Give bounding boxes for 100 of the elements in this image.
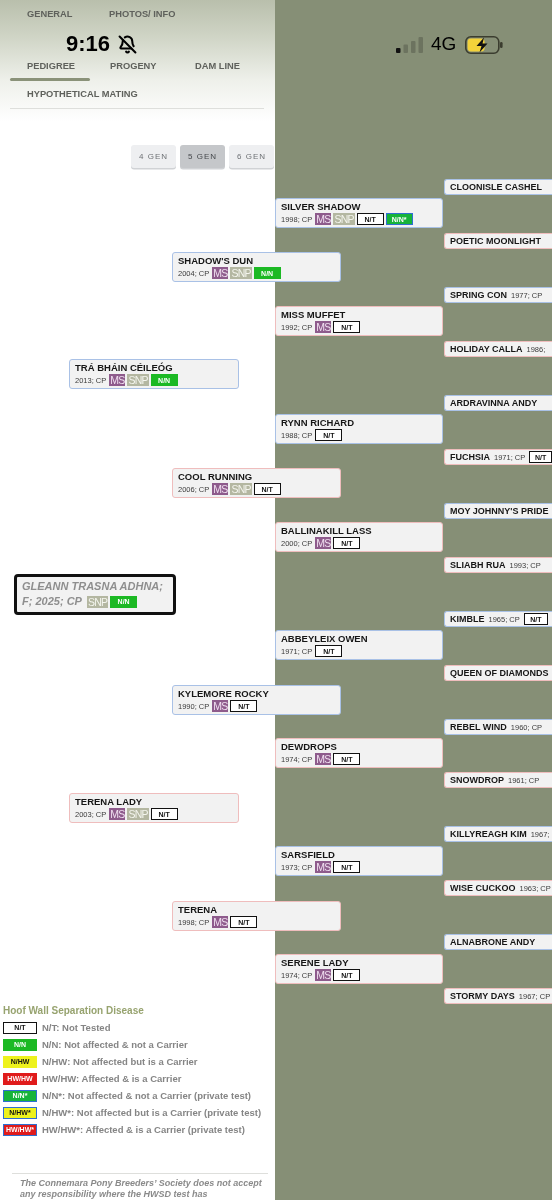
pedigree-card bbox=[69, 793, 239, 823]
horse-name: COOL RUNNING bbox=[178, 470, 254, 483]
horse-name: POETIC MOONLIGHT bbox=[450, 235, 541, 247]
horse-name: ALNABRONE ANDY bbox=[450, 936, 536, 948]
horse-name: SARSFIELD bbox=[281, 848, 336, 861]
legend-text: N/N*: Not affected & not a Carrier (private test) bbox=[42, 1089, 252, 1102]
horse-name: WISE CUCKOO bbox=[450, 882, 516, 894]
horse-name: SERENE LADY bbox=[281, 956, 350, 969]
test-tag: SNP bbox=[86, 595, 109, 608]
pedigree-card bbox=[275, 198, 443, 228]
pedigree-card bbox=[444, 934, 552, 950]
horse-name: KYLEMORE ROCKY bbox=[178, 687, 270, 700]
subject-card bbox=[14, 574, 176, 615]
test-tag: MS bbox=[212, 267, 229, 279]
test-tag: MS bbox=[109, 808, 126, 820]
pedigree-card bbox=[444, 826, 552, 842]
pedigree-card bbox=[444, 611, 552, 627]
horse-name: RYNN RICHARD bbox=[281, 416, 355, 429]
pedigree-card bbox=[444, 503, 552, 519]
foal-name: GLEANN TRASNA ADHNA; bbox=[22, 579, 164, 594]
test-tag: SNP bbox=[333, 213, 355, 225]
legend-title: Hoof Wall Separation Disease bbox=[3, 1004, 144, 1018]
pedigree-card bbox=[172, 685, 341, 715]
horse-name: SPRING CON bbox=[450, 289, 507, 301]
horse-name: MISS MUFFET bbox=[281, 308, 347, 321]
horse-name: TERENA bbox=[178, 903, 219, 916]
horse-name: FUCHSIA bbox=[450, 451, 490, 463]
pedigree-card bbox=[172, 252, 341, 282]
pedigree-card bbox=[444, 665, 552, 681]
legend-text: N/HW*: Not affected but is a Carrier (private test) bbox=[42, 1106, 262, 1119]
pedigree-card bbox=[444, 233, 552, 249]
pedigree-card bbox=[444, 395, 552, 411]
tab: DAM LINE bbox=[195, 60, 240, 72]
pedigree-card bbox=[444, 341, 552, 357]
pedigree-card bbox=[444, 772, 552, 788]
status-time: 9:16 bbox=[66, 31, 111, 57]
pedigree-card bbox=[275, 738, 443, 768]
horse-name: KILLYREAGH KIM bbox=[450, 828, 527, 840]
horse-name: DEWDROPS bbox=[281, 740, 338, 753]
test-tag: MS bbox=[315, 861, 332, 873]
pedigree-card bbox=[275, 414, 443, 444]
horse-name: HOLIDAY CALLA bbox=[450, 343, 523, 355]
pedigree-card bbox=[275, 306, 443, 336]
legend-text: HW/HW*: Affected & is a Carrier (private test) bbox=[42, 1123, 245, 1136]
disclaimer-text: The Connemara Pony Breeders’ Society does not accept any responsibility where the HWSD test has bbox=[20, 1178, 263, 1199]
test-tag: MS bbox=[315, 753, 332, 765]
horse-name: SLIABH RUA bbox=[450, 559, 506, 571]
pedigree-card bbox=[444, 557, 552, 573]
legend-text: HW/HW: Affected & is a Carrier bbox=[42, 1072, 182, 1085]
horse-name: BALLINAKILL LASS bbox=[281, 524, 373, 537]
pedigree-card bbox=[69, 359, 239, 389]
tab: PROGENY bbox=[110, 60, 157, 72]
registration-details: F; 2025; CP bbox=[22, 594, 82, 609]
test-tag: SNP bbox=[230, 267, 252, 279]
horse-name: TERENA LADY bbox=[75, 795, 144, 808]
pedigree-card bbox=[444, 880, 552, 896]
pedigree-card bbox=[444, 988, 552, 1004]
pedigree-card bbox=[275, 630, 443, 660]
test-tag: MS bbox=[212, 483, 229, 495]
horse-name: QUEEN OF DIAMONDS bbox=[450, 667, 549, 679]
test-tag: MS bbox=[315, 213, 332, 225]
pedigree-card bbox=[172, 901, 341, 931]
pedigree-card bbox=[172, 468, 341, 498]
tab: GENERAL bbox=[27, 8, 73, 20]
pedigree-card bbox=[444, 719, 552, 735]
tab: HYPOTHETICAL MATING bbox=[27, 88, 138, 100]
horse-name: SHADOW'S DUN bbox=[178, 254, 255, 267]
test-tag: MS bbox=[315, 537, 332, 549]
pedigree-card bbox=[275, 522, 443, 552]
generation-button: 5 GEN bbox=[180, 145, 225, 168]
horse-name: ABBEYLEIX OWEN bbox=[281, 632, 369, 645]
legend-text: N/N: Not affected & not a Carrier bbox=[42, 1038, 188, 1051]
test-tag: SNP bbox=[127, 374, 149, 386]
tab: PEDIGREE bbox=[27, 60, 76, 72]
horse-name: MOY JOHNNY'S PRIDE bbox=[450, 505, 549, 517]
tab: PHOTOS/ INFO bbox=[109, 8, 176, 20]
test-tag: SNP bbox=[230, 483, 252, 495]
legend-text: N/HW: Not affected but is a Carrier bbox=[42, 1055, 198, 1068]
horse-name: ARDRAVINNA ANDY bbox=[450, 397, 538, 409]
test-tag: MS bbox=[315, 321, 332, 333]
pedigree-card bbox=[275, 954, 443, 984]
horse-name: STORMY DAYS bbox=[450, 990, 515, 1002]
test-tag: MS bbox=[212, 916, 229, 928]
horse-name: CLOONISLE CASHEL bbox=[450, 181, 542, 193]
test-tag: MS bbox=[212, 700, 229, 712]
horse-name: SNOWDROP bbox=[450, 774, 504, 786]
test-tag: MS bbox=[109, 374, 126, 386]
test-tag: MS bbox=[315, 969, 332, 981]
network-label: 4G bbox=[431, 33, 457, 55]
generation-button: 6 GEN bbox=[229, 145, 274, 168]
horse-name: SILVER SHADOW bbox=[281, 200, 362, 213]
horse-name: TRÁ BHÁIN CÉILEÓG bbox=[75, 361, 174, 374]
pedigree-card bbox=[444, 449, 552, 465]
pedigree-card bbox=[444, 287, 552, 303]
horse-name: REBEL WIND bbox=[450, 721, 507, 733]
pedigree-card bbox=[275, 846, 443, 876]
generation-button: 4 GEN bbox=[131, 145, 176, 168]
horse-name: KIMBLE bbox=[450, 613, 485, 625]
pedigree-card bbox=[444, 179, 552, 195]
legend-text: N/T: Not Tested bbox=[42, 1021, 111, 1034]
